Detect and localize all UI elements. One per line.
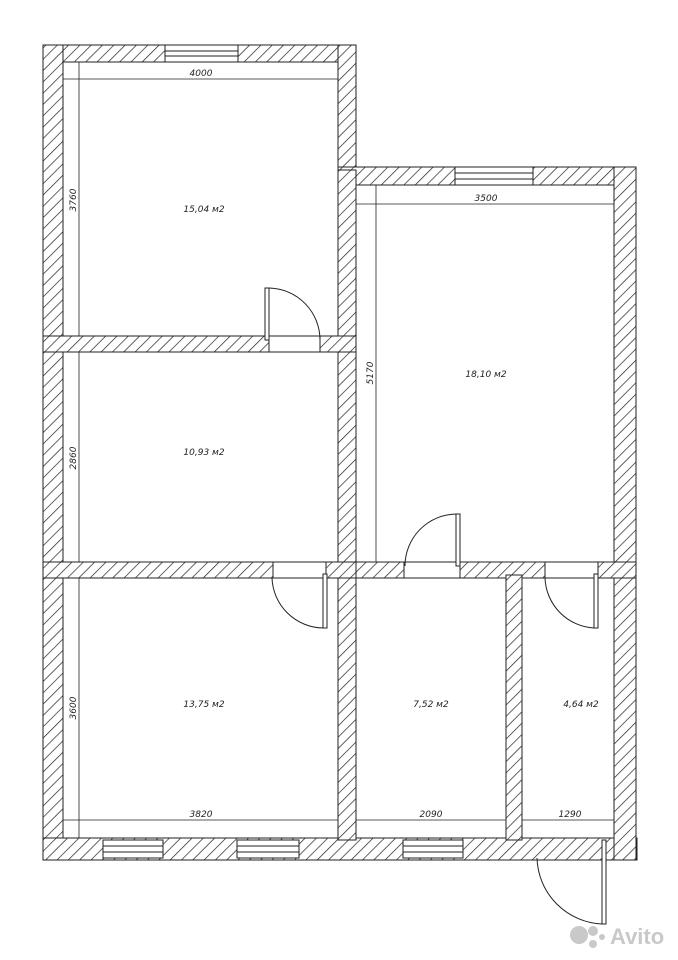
wall-center-vertical-a bbox=[337, 169, 357, 341]
window-top-right bbox=[454, 166, 534, 186]
doors bbox=[264, 287, 607, 925]
area-bottom-middle: 7,52 м2 bbox=[413, 700, 449, 710]
dimension-lines bbox=[63, 62, 614, 838]
dim-bottom-middle-width: 2090 bbox=[420, 810, 443, 820]
wall-partition-2 bbox=[42, 561, 274, 579]
wall-partition-1b bbox=[319, 335, 357, 353]
wall-partition-2b bbox=[325, 561, 357, 579]
watermark-text: Avito bbox=[610, 924, 664, 949]
door-right-block bbox=[404, 513, 461, 567]
wall-partition-1 bbox=[42, 335, 270, 353]
walls bbox=[42, 44, 638, 861]
wall-right bbox=[613, 166, 637, 861]
windows bbox=[102, 44, 534, 859]
wall-partition-3b bbox=[459, 561, 546, 579]
door-entrance bbox=[536, 839, 607, 925]
wall-left-block-right-upper bbox=[337, 44, 357, 171]
window-bottom-2 bbox=[236, 839, 300, 859]
dim-top-left-width: 4000 bbox=[190, 69, 213, 79]
window-top-left bbox=[164, 44, 239, 63]
wall-partition-3c bbox=[597, 561, 637, 579]
area-middle-left: 10,93 м2 bbox=[183, 448, 224, 458]
door-middle-left bbox=[271, 573, 328, 629]
window-bottom-1 bbox=[102, 839, 164, 859]
wall-center-vertical-c bbox=[337, 577, 357, 841]
window-bottom-3 bbox=[402, 839, 464, 859]
dim-bottom-right-width: 1290 bbox=[559, 810, 582, 820]
room-areas: 15,04 м2 10,93 м2 13,75 м2 18,10 м2 7,52… bbox=[183, 205, 599, 710]
dim-right-big-height: 5170 bbox=[366, 361, 376, 384]
area-right-big: 18,10 м2 bbox=[465, 370, 506, 380]
area-bottom-right: 4,64 м2 bbox=[563, 700, 599, 710]
wall-partition-vertical bbox=[505, 574, 523, 841]
area-top-left: 15,04 м2 bbox=[183, 205, 224, 215]
dim-bottom-left-height: 3600 bbox=[69, 696, 79, 719]
wall-left bbox=[42, 44, 64, 861]
wall-partition-3a bbox=[355, 561, 405, 579]
avito-watermark: Avito bbox=[570, 924, 664, 949]
door-small-room bbox=[544, 573, 599, 629]
dim-middle-left-height: 2860 bbox=[69, 446, 79, 469]
area-bottom-left: 13,75 м2 bbox=[183, 700, 224, 710]
dim-top-left-height: 3760 bbox=[69, 188, 79, 211]
dimension-labels: 4000 3760 2860 3600 3820 3500 5170 2090 … bbox=[69, 69, 582, 820]
door-top-left bbox=[264, 287, 321, 341]
avito-logo-icon bbox=[570, 926, 605, 948]
dim-right-big-width: 3500 bbox=[475, 194, 498, 204]
dim-bottom-left-width: 3820 bbox=[190, 810, 213, 820]
wall-center-vertical-b bbox=[337, 351, 357, 563]
